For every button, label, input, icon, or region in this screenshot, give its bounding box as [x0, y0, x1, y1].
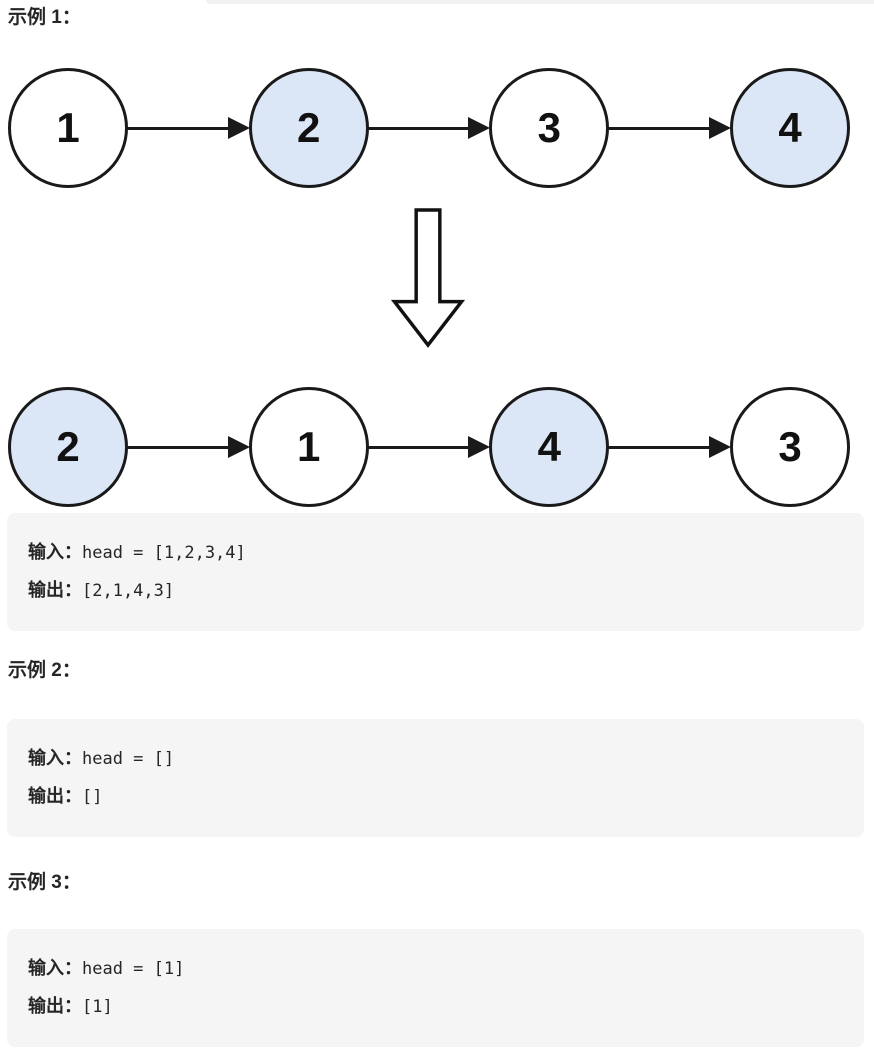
io-line-input: 输入：head = []: [28, 740, 843, 778]
io-line-output: 输出：[1]: [28, 988, 843, 1026]
example-3-heading: 示例 3：: [8, 872, 81, 893]
output-label: 输出：: [28, 786, 82, 806]
arrowhead-icon: [709, 436, 732, 458]
arrow-line: [126, 445, 233, 449]
next-pointer-arrow: [607, 435, 732, 459]
list-node: 4: [489, 387, 610, 507]
arrowhead-icon: [468, 117, 491, 139]
next-pointer-arrow: [126, 116, 250, 140]
input-code: head = [1,2,3,4]: [82, 543, 246, 563]
node-value: 4: [537, 423, 562, 470]
list-node: 2: [248, 68, 369, 188]
arrow-line: [366, 126, 474, 130]
node-value: 3: [778, 423, 802, 470]
example-3-io-block: 输入：head = [1] 输出：[1]: [7, 929, 864, 1047]
input-code: head = [1]: [82, 959, 185, 979]
top-edge-strip: [206, 0, 874, 4]
node-value: 3: [537, 104, 562, 151]
next-pointer-arrow: [366, 435, 491, 459]
arrow-line: [607, 126, 715, 130]
arrow-line: [366, 445, 474, 449]
arrowhead-icon: [709, 117, 732, 139]
node-value: 4: [778, 104, 802, 151]
io-line-output: 输出：[]: [28, 778, 843, 816]
output-code: []: [82, 787, 103, 807]
input-label: 输入：: [28, 748, 82, 768]
arrowhead-icon: [227, 117, 250, 139]
output-code: [2,1,4,3]: [82, 581, 175, 601]
example-2-io-block: 输入：head = [] 输出：[]: [7, 719, 864, 837]
list-node: 1: [248, 387, 369, 507]
list-row-after: 2 1 4 3: [0, 387, 874, 507]
next-pointer-arrow: [366, 116, 491, 140]
list-node: 2: [8, 387, 128, 507]
list-row-before: 1 2 3 4: [0, 68, 874, 188]
node-value: 2: [296, 104, 321, 151]
arrow-line: [126, 126, 233, 130]
linked-list-diagram: 1 2 3 4 2: [0, 68, 874, 507]
input-label: 输入：: [28, 542, 82, 562]
node-value: 1: [56, 104, 80, 151]
next-pointer-arrow: [126, 435, 250, 459]
example-1-io-block: 输入：head = [1,2,3,4] 输出：[2,1,4,3]: [7, 513, 864, 631]
node-value: 2: [56, 423, 80, 470]
output-label: 输出：: [28, 996, 82, 1016]
input-label: 输入：: [28, 958, 82, 978]
arrowhead-icon: [468, 436, 491, 458]
example-1-heading: 示例 1：: [8, 7, 81, 28]
io-line-input: 输入：head = [1,2,3,4]: [28, 534, 843, 572]
output-code: [1]: [82, 997, 113, 1017]
arrowhead-icon: [227, 436, 250, 458]
transform-down-arrow-icon: [391, 208, 465, 348]
arrow-line: [607, 445, 715, 449]
list-node: 3: [489, 68, 610, 188]
list-node: 1: [8, 68, 128, 188]
output-label: 输出：: [28, 580, 82, 600]
io-line-output: 输出：[2,1,4,3]: [28, 572, 843, 610]
node-value: 1: [296, 423, 321, 470]
list-node: 3: [730, 387, 851, 507]
list-node: 4: [730, 68, 851, 188]
next-pointer-arrow: [607, 116, 732, 140]
io-line-input: 输入：head = [1]: [28, 950, 843, 988]
input-code: head = []: [82, 749, 175, 769]
example-2-heading: 示例 2：: [8, 660, 81, 681]
